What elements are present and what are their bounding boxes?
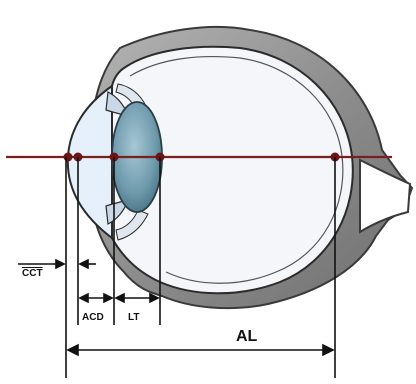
acd-label: ACD <box>82 312 104 323</box>
cct-label: CCT <box>22 268 43 279</box>
al-label: AL <box>236 328 258 345</box>
cct-arrows <box>18 260 96 268</box>
lt-label: LT <box>128 312 139 323</box>
acd-dimension <box>80 294 112 302</box>
lt-dimension <box>116 294 158 302</box>
cornea-anterior-point <box>64 153 73 162</box>
cornea <box>68 86 112 238</box>
al-dimension <box>68 345 333 355</box>
